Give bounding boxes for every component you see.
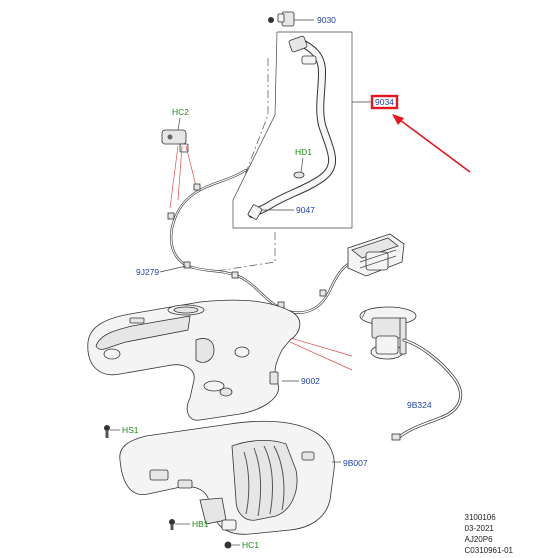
leader-hc2-b <box>177 145 183 201</box>
callout-9b324[interactable]: 9B324 <box>407 400 432 410</box>
heat-shield-part <box>119 420 335 535</box>
fuel-tank-part <box>87 299 301 421</box>
callout-hc1[interactable]: HC1 <box>242 540 259 550</box>
drawing-id: C0310961-01 <box>464 546 513 555</box>
callout-hs1[interactable]: HS1 <box>122 425 139 435</box>
callout-9j279[interactable]: 9J279 <box>136 267 159 277</box>
drawing-reference-block: 3100106 03-2021 AJ20P6 C0310961-01 <box>465 512 513 556</box>
callout-9034[interactable]: 9034 <box>375 97 394 107</box>
fuel-line-end <box>391 433 401 441</box>
hb1-bolt-part <box>169 519 190 530</box>
red-pointer-arrow <box>392 114 471 173</box>
harness-clips <box>167 183 327 309</box>
callout-9b007[interactable]: 9B007 <box>343 458 368 468</box>
leader-hc2 <box>169 145 179 209</box>
fuel-pump-module-part <box>359 306 417 360</box>
fuel-line-9b324-core <box>397 339 462 439</box>
leader-hc2-label <box>177 117 181 131</box>
illustration-date: 03-2021 <box>464 524 494 533</box>
callout-hd1[interactable]: HD1 <box>295 147 312 157</box>
callout-9047[interactable]: 9047 <box>296 205 315 215</box>
hc2-connector-part <box>161 129 189 153</box>
hs1-screw-part <box>104 425 120 438</box>
harness-9j279-core <box>170 169 361 314</box>
leader-hd1 <box>300 157 304 173</box>
model-code: AJ20P6 <box>464 535 493 544</box>
hidden-line-bottom <box>209 232 276 273</box>
hc1-clip-part <box>224 541 240 549</box>
callout-9002[interactable]: 9002 <box>301 376 320 386</box>
hidden-line-left <box>244 58 269 176</box>
leader-9j279 <box>159 265 187 273</box>
illustration-number: 3100106 <box>464 513 496 522</box>
filler-neck-group-frame <box>232 31 353 229</box>
callout-hb1[interactable]: HB1 <box>192 519 209 529</box>
filler-hose-part <box>247 35 337 220</box>
leader-hc2-c <box>185 145 197 187</box>
fuel-cap-part <box>268 11 314 27</box>
harness-9j279 <box>169 168 362 314</box>
callout-hc2[interactable]: HC2 <box>172 107 189 117</box>
highlight-box-9034 <box>370 94 399 110</box>
evap-canister-part <box>347 233 405 277</box>
callout-9030[interactable]: 9030 <box>317 15 336 25</box>
